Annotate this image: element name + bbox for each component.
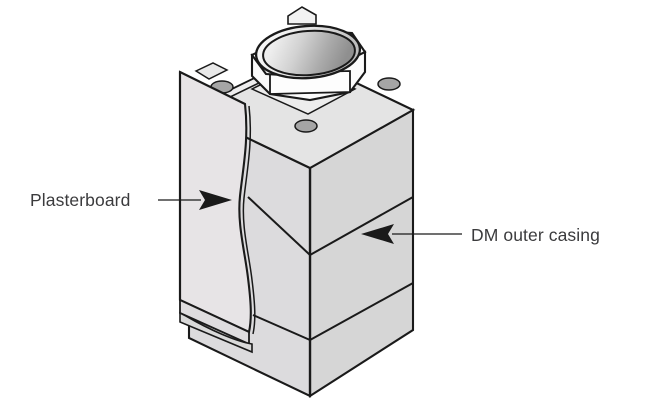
plasterboard-sheet [178,70,256,354]
plasterboard-torn-edge [242,105,256,335]
label-dm-outer-casing: DM outer casing [471,225,600,245]
casing-seam-right-upper [309,196,414,256]
casing-seam-left-upper [247,196,311,256]
arrow-head-dm-outer-casing [361,224,394,244]
label-dm-outer-casing-group: DM outer casing [361,224,600,245]
casing-seam-right-lower [309,282,414,341]
nut-bore [262,29,356,77]
hex-nut [250,6,367,102]
label-plasterboard: Plasterboard [30,190,130,210]
arrow-head-plasterboard [199,190,232,210]
casing-seam-left-lower [252,314,311,341]
nut-rear-spigot [287,6,317,25]
label-plasterboard-group: Plasterboard [30,190,232,210]
plasterboard-bottom-skirt [179,311,253,354]
flange-bolt-hole-right [377,77,401,91]
flange-rear-tab [194,62,229,80]
flange-bolt-hole-front [294,119,318,133]
